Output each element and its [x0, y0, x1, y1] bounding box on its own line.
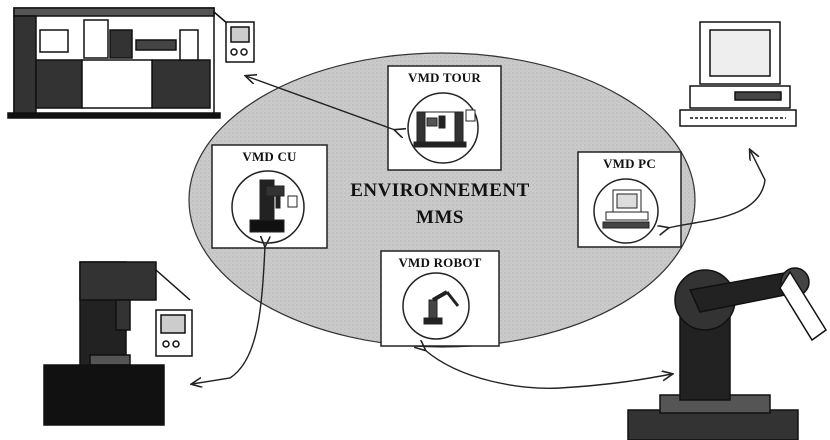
mini-pc-icon [602, 189, 650, 229]
environment-label-line2: MMS [416, 207, 464, 228]
environment-label-line1: ENVIRONNEMENT [350, 180, 530, 201]
milling-machine-illustration [43, 261, 193, 426]
vmd-tour-label: VMD TOUR [408, 70, 481, 85]
robot-arm-illustration [627, 267, 828, 440]
arrow-tour-lathe [246, 76, 395, 130]
arrow-cu-milling [192, 246, 265, 384]
vmd-cu-label: VMD CU [242, 149, 297, 164]
vmd-robot-label: VMD ROBOT [398, 255, 482, 270]
lathe-machine-illustration [7, 7, 255, 119]
pc-computer-illustration [679, 21, 797, 127]
arrow-pc-computer [668, 150, 766, 228]
mini-mill-icon [249, 179, 298, 233]
mini-robot-icon [423, 290, 460, 325]
mini-lathe-icon [413, 109, 476, 148]
arrow-robot-arm [425, 350, 672, 389]
vmd-pc-label: VMD PC [603, 156, 656, 171]
